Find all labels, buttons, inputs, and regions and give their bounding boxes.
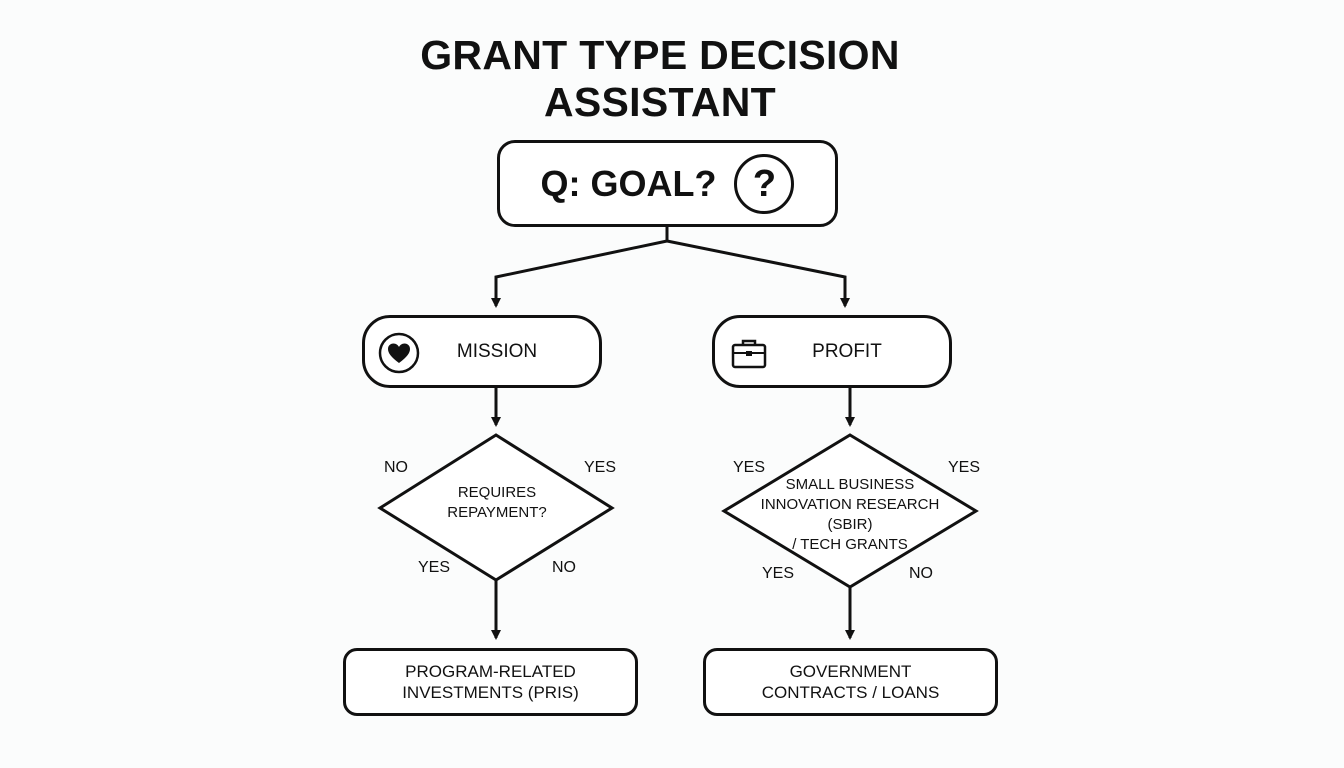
heart-icon [378,332,420,374]
connector-to-profit [666,239,850,308]
result-pris-node: PROGRAM-RELATED INVESTMENTS (PRIS) [343,648,638,716]
decision-sbir-line: / TECH GRANTS [792,536,908,553]
question-node: Q: GOAL? ? [497,140,838,227]
edge-label-no: NO [909,565,933,582]
mission-label: MISSION [456,340,538,362]
edge-label-yes: YES [762,565,795,582]
profit-node: PROFIT [712,315,952,388]
connector-to-mission [491,239,668,308]
decision-repayment-line: REPAYMENT? [447,504,547,521]
edge-label-yes: YES [948,459,981,476]
question-mark-icon: ? [734,153,795,214]
result-pris-line: INVESTMENTS (PRIS) [402,683,579,702]
result-pris-line: PROGRAM-RELATED [405,662,576,681]
decision-sbir-line: SMALL BUSINESS [785,476,915,493]
edge-label-no: NO [552,559,576,576]
page-title: GRANT TYPE DECISION ASSISTANT [420,32,900,125]
edge-label-no: NO [384,459,408,476]
question-text: Q: GOAL? [540,162,717,204]
decision-sbir-text: SMALL BUSINESS INNOVATION RESEARCH (SBIR… [740,475,960,555]
edge-label-yes: YES [584,459,617,476]
edge-label-yes: YES [733,459,766,476]
briefcase-icon [731,339,767,369]
profit-label: PROFIT [812,340,882,362]
result-contracts-line: GOVERNMENT [789,662,912,681]
mission-node: MISSION [362,315,602,388]
result-contracts-line: CONTRACTS / LOANS [761,683,940,702]
result-contracts-node: GOVERNMENT CONTRACTS / LOANS [703,648,998,716]
decision-sbir-line: INNOVATION RESEARCH [760,496,940,513]
decision-repayment-text: REQUIRES REPAYMENT? [418,483,576,523]
edge-label-yes: YES [418,559,451,576]
decision-sbir-line: (SBIR) [827,516,873,533]
decision-repayment-line: REQUIRES [457,484,537,501]
